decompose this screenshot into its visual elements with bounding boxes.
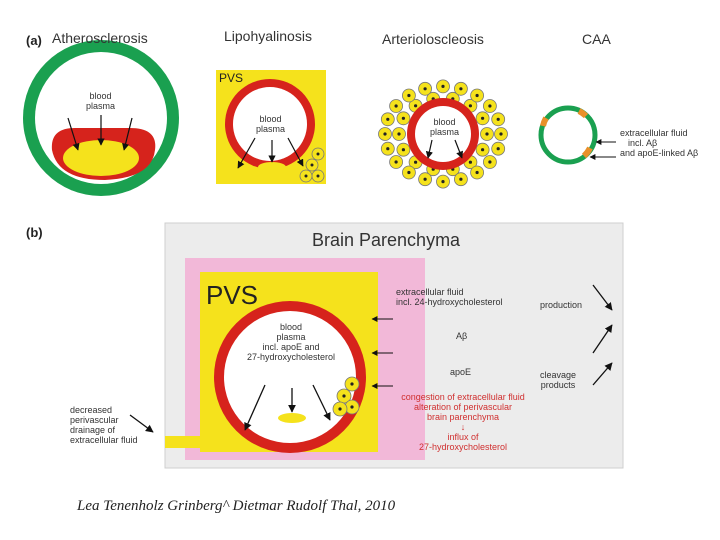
cell-nucleus: [414, 104, 418, 108]
cell-nucleus: [475, 170, 479, 175]
lipohyalinosis-pvs-label: PVS: [219, 71, 244, 85]
lipohyalinosis-title: Lipohyalinosis: [224, 28, 312, 44]
cell-nucleus: [407, 170, 411, 175]
drainage-label: decreased perivascular drainage of extra…: [70, 405, 138, 445]
cell-nucleus: [496, 147, 500, 151]
vessel-content-label: blood plasma incl. apoE and 27-hydroxych…: [246, 322, 336, 362]
cell-nucleus: [383, 132, 387, 136]
pvs-label: PVS: [206, 280, 259, 310]
cell-nucleus: [459, 177, 463, 181]
cell-nucleus: [407, 93, 411, 98]
arteriolosclerosis-title: Arterioloscleosis: [382, 31, 484, 47]
cell-nucleus: [496, 117, 500, 121]
congestion-label: congestion of extracellular fluid altera…: [401, 392, 525, 452]
cell-nucleus: [441, 180, 445, 184]
cell-nucleus: [414, 160, 418, 164]
cell-nucleus: [468, 160, 472, 164]
cell-nucleus: [485, 132, 489, 136]
cell-nucleus: [423, 87, 427, 91]
cell-nucleus: [481, 148, 485, 152]
brain-parenchyma-title: Brain Parenchyma: [312, 230, 461, 250]
cell-nucleus: [394, 104, 398, 108]
cell-nucleus: [481, 116, 485, 120]
cell-nucleus: [423, 177, 427, 181]
cell-nucleus: [468, 104, 472, 108]
atherosclerosis-title: Atherosclerosis: [52, 30, 148, 46]
arteriolosclerosis-vessel: [407, 98, 479, 170]
lipohyalinosis-vessel: [216, 70, 326, 184]
abeta-label: Aβ: [456, 331, 468, 341]
production-label: production: [540, 300, 583, 310]
cell-nucleus: [459, 87, 463, 91]
brain-parenchyma-box: [129, 222, 624, 469]
citation-caption: Lea Tenenholz Grinberg^ Dietmar Rudolf T…: [77, 498, 396, 514]
panel-a-label: (a): [26, 33, 42, 48]
cell-nucleus: [475, 93, 479, 98]
cell-nucleus: [386, 147, 390, 151]
cell-nucleus: [401, 148, 405, 152]
caa-note: extracellular fluid incl. Aβ and apoE-li…: [620, 128, 699, 158]
cell-nucleus: [441, 84, 445, 88]
caa-title: CAA: [582, 31, 611, 47]
caa-vessel: [538, 105, 616, 165]
panel-b-label: (b): [26, 225, 43, 240]
cell-nucleus: [488, 160, 492, 164]
cell-nucleus: [488, 104, 492, 108]
cell-nucleus: [386, 117, 390, 121]
cell-nucleus: [394, 160, 398, 164]
cell-nucleus: [401, 116, 405, 120]
cell-nucleus: [397, 132, 401, 136]
atherosclerosis-vessel: [23, 40, 179, 196]
cell-nucleus: [499, 132, 503, 136]
apoe-label: apoE: [450, 367, 472, 377]
